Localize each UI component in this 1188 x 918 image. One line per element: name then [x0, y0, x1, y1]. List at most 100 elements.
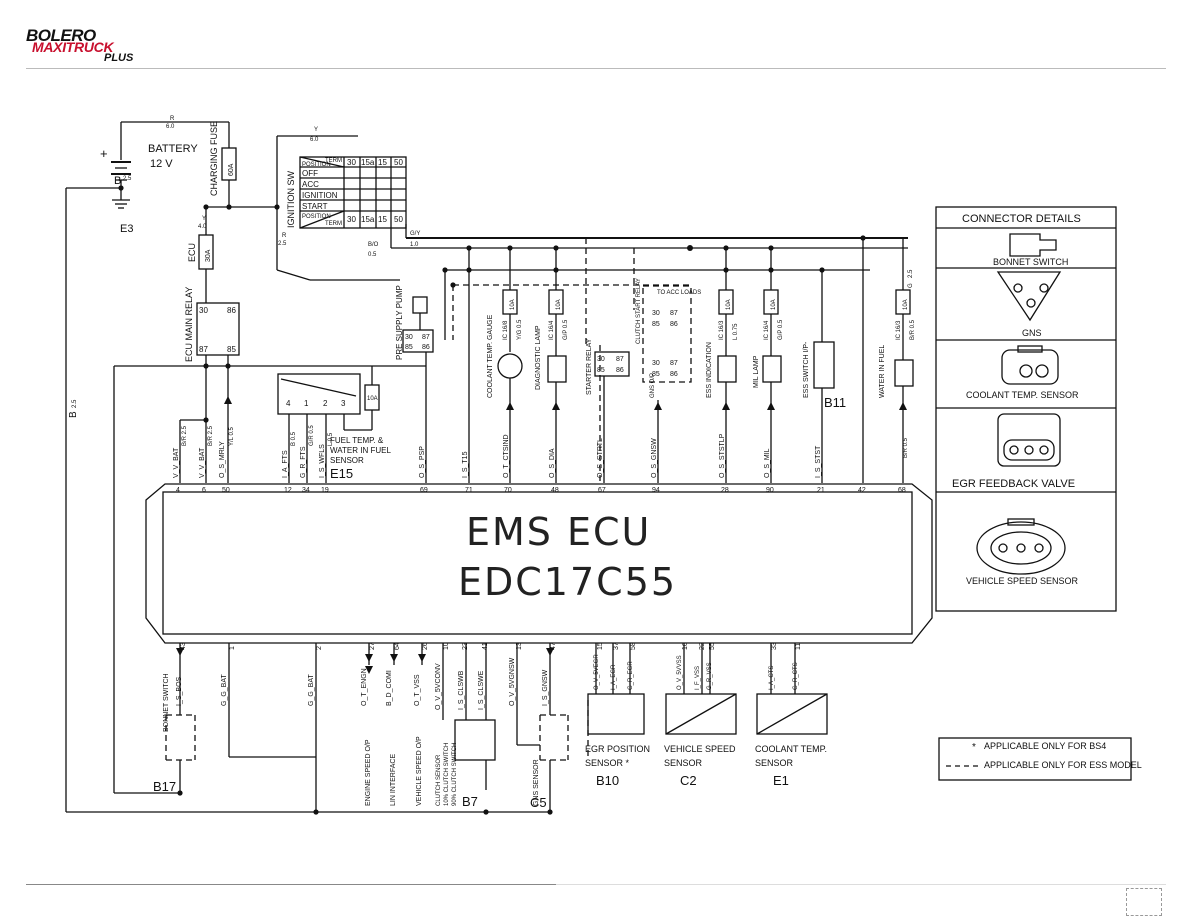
svg-text:87: 87	[422, 334, 430, 341]
svg-text:6: 6	[202, 487, 206, 494]
svg-text:Y/L 0.5: Y/L 0.5	[229, 427, 235, 446]
battery-label: BATTERY	[148, 143, 198, 155]
svg-text:O_V_5VGNSW: O_V_5VGNSW	[509, 657, 516, 706]
battery-voltage: 12 V	[150, 158, 173, 170]
svg-text:B/R 2.5: B/R 2.5	[208, 425, 214, 446]
ecu-fuse-wire: Y	[202, 216, 206, 222]
svg-text:55: 55	[709, 642, 716, 650]
svg-text:O_S_STSTLP: O_S_STSTLP	[719, 433, 726, 478]
svg-text:71: 71	[465, 487, 473, 494]
starter-relay-label: STARTER RELAY	[586, 338, 593, 395]
svg-text:4: 4	[286, 399, 291, 408]
svg-text:34: 34	[302, 487, 310, 494]
charging-fuse-label: CHARGING FUSE	[209, 121, 219, 196]
gns-sensor-label: GNS SENSOR	[533, 759, 540, 806]
footer-divider	[26, 884, 556, 885]
svg-text:EGR POSITION: EGR POSITION	[585, 744, 650, 754]
svg-text:87: 87	[616, 356, 624, 363]
fuel-temp-label2: WATER IN FUEL	[330, 446, 391, 455]
svg-text:4: 4	[176, 487, 180, 494]
svg-text:SENSOR: SENSOR	[664, 758, 703, 768]
ess-switch-label: ESS SWITCH I/P-	[803, 341, 810, 398]
svg-text:11: 11	[795, 643, 802, 650]
svg-text:O_T_CTSIND: O_T_CTSIND	[503, 434, 510, 478]
egr-sensor-code: B10	[596, 773, 619, 788]
svg-text:G_G_BAT: G_G_BAT	[308, 674, 315, 706]
svg-text:COOLANT TEMP. SENSOR: COOLANT TEMP. SENSOR	[966, 390, 1079, 400]
svg-text:10A: 10A	[903, 299, 909, 310]
svg-text:30: 30	[597, 356, 605, 363]
svg-text:G_G_BAT: G_G_BAT	[221, 674, 228, 706]
svg-text:87: 87	[670, 360, 678, 367]
svg-text:L 0.5: L 0.5	[328, 432, 334, 446]
svg-text:G/Y: G/Y	[410, 231, 420, 237]
svg-text:TERM: TERM	[325, 158, 342, 164]
svg-text:ACC: ACC	[302, 180, 319, 189]
svg-text:Y/G 0.5: Y/G 0.5	[517, 319, 523, 340]
bonnet-switch-label: BONNET SWITCH	[163, 673, 170, 732]
svg-text:70: 70	[504, 487, 512, 494]
legend-ess: APPLICABLE ONLY FOR ESS MODEL	[984, 760, 1142, 770]
ecu-model: EDC17C55	[458, 560, 677, 604]
svg-text:23: 23	[462, 642, 469, 650]
svg-text:B/R 0.5: B/R 0.5	[910, 319, 916, 340]
svg-text:1: 1	[304, 399, 309, 408]
svg-text:I_F_VSS: I_F_VSS	[695, 666, 701, 690]
ecu-outline	[145, 483, 933, 644]
svg-text:O_V_5VCONV: O_V_5VCONV	[435, 663, 442, 710]
svg-text:2: 2	[316, 646, 323, 650]
svg-text:13: 13	[516, 642, 523, 650]
ecu-bottom-signals: I_S_BOS G_G_BAT G_G_BAT O_T_ENGN B_D_COM…	[176, 654, 799, 710]
svg-text:15: 15	[378, 215, 387, 224]
svg-text:I_S_T15: I_S_T15	[462, 451, 469, 478]
svg-text:50: 50	[222, 487, 230, 494]
ecu-top-signals: V_V_BAT V_V_BAT O_S_MRLY I_A_FTS G_R_FTS…	[173, 425, 909, 478]
svg-text:10A: 10A	[556, 299, 562, 310]
battery-ground-code: E3	[120, 223, 133, 235]
svg-text:85: 85	[597, 367, 605, 374]
svg-text:15: 15	[597, 642, 604, 650]
svg-text:B/R 2.5: B/R 2.5	[182, 425, 188, 446]
legend-bs4: APPLICABLE ONLY FOR BS4	[984, 741, 1106, 751]
svg-text:SENSOR: SENSOR	[755, 758, 794, 768]
clutch-start-relay-label: CLUTCH START RELAY	[636, 278, 642, 344]
svg-text:3: 3	[341, 399, 346, 408]
svg-text:87: 87	[670, 310, 678, 317]
svg-text:67: 67	[598, 487, 606, 494]
svg-text:IC 16/4: IC 16/4	[549, 320, 555, 340]
svg-text:IGNITION: IGNITION	[302, 191, 338, 200]
clutch-sensor-code: B7	[462, 794, 478, 809]
svg-text:10A: 10A	[726, 299, 732, 310]
svg-text:G/R 0.5: G/R 0.5	[309, 425, 315, 446]
svg-text:GNS: GNS	[1022, 328, 1042, 338]
svg-text:37: 37	[613, 642, 620, 650]
svg-text:85: 85	[652, 321, 660, 328]
svg-text:42: 42	[858, 487, 866, 494]
svg-text:19: 19	[321, 487, 329, 494]
svg-text:41: 41	[482, 642, 489, 650]
svg-text:I_S_WFLS: I_S_WFLS	[319, 444, 326, 478]
svg-text:86: 86	[422, 344, 430, 351]
svg-text:50: 50	[394, 215, 403, 224]
svg-text:I_A_FTS: I_A_FTS	[282, 450, 289, 478]
vss-sensor-code: C2	[680, 773, 697, 788]
svg-text:64: 64	[394, 642, 401, 650]
svg-text:START: START	[302, 202, 328, 211]
svg-text:O_T_VSS: O_T_VSS	[414, 674, 421, 706]
engine-speed-label: ENGINE SPEED O/P	[365, 739, 372, 806]
svg-text:30: 30	[347, 215, 356, 224]
svg-text:I_S_GNSW: I_S_GNSW	[542, 669, 549, 706]
svg-text:2: 2	[323, 399, 328, 408]
lin-interface-label: LIN INTERFACE	[390, 754, 397, 806]
svg-text:50: 50	[394, 158, 403, 167]
svg-text:B 0.5: B 0.5	[291, 431, 297, 446]
svg-text:1.0: 1.0	[410, 242, 419, 248]
svg-text:27: 27	[369, 642, 376, 650]
svg-text:B_D_COMI: B_D_COMI	[386, 670, 393, 706]
svg-text:O_S_MIL: O_S_MIL	[764, 448, 771, 478]
ecu-title: EMS ECU	[466, 510, 651, 554]
svg-text:V_V_BAT: V_V_BAT	[199, 447, 206, 478]
ecu-bottom-pins: 43 1 2 27 64 26 10 23 41 13 47 15 37 58 …	[180, 642, 802, 650]
battery-wire-left-size: 2.5	[123, 176, 132, 182]
brand-logo: BOLERO MAXITRUCK PLUS	[26, 26, 156, 66]
